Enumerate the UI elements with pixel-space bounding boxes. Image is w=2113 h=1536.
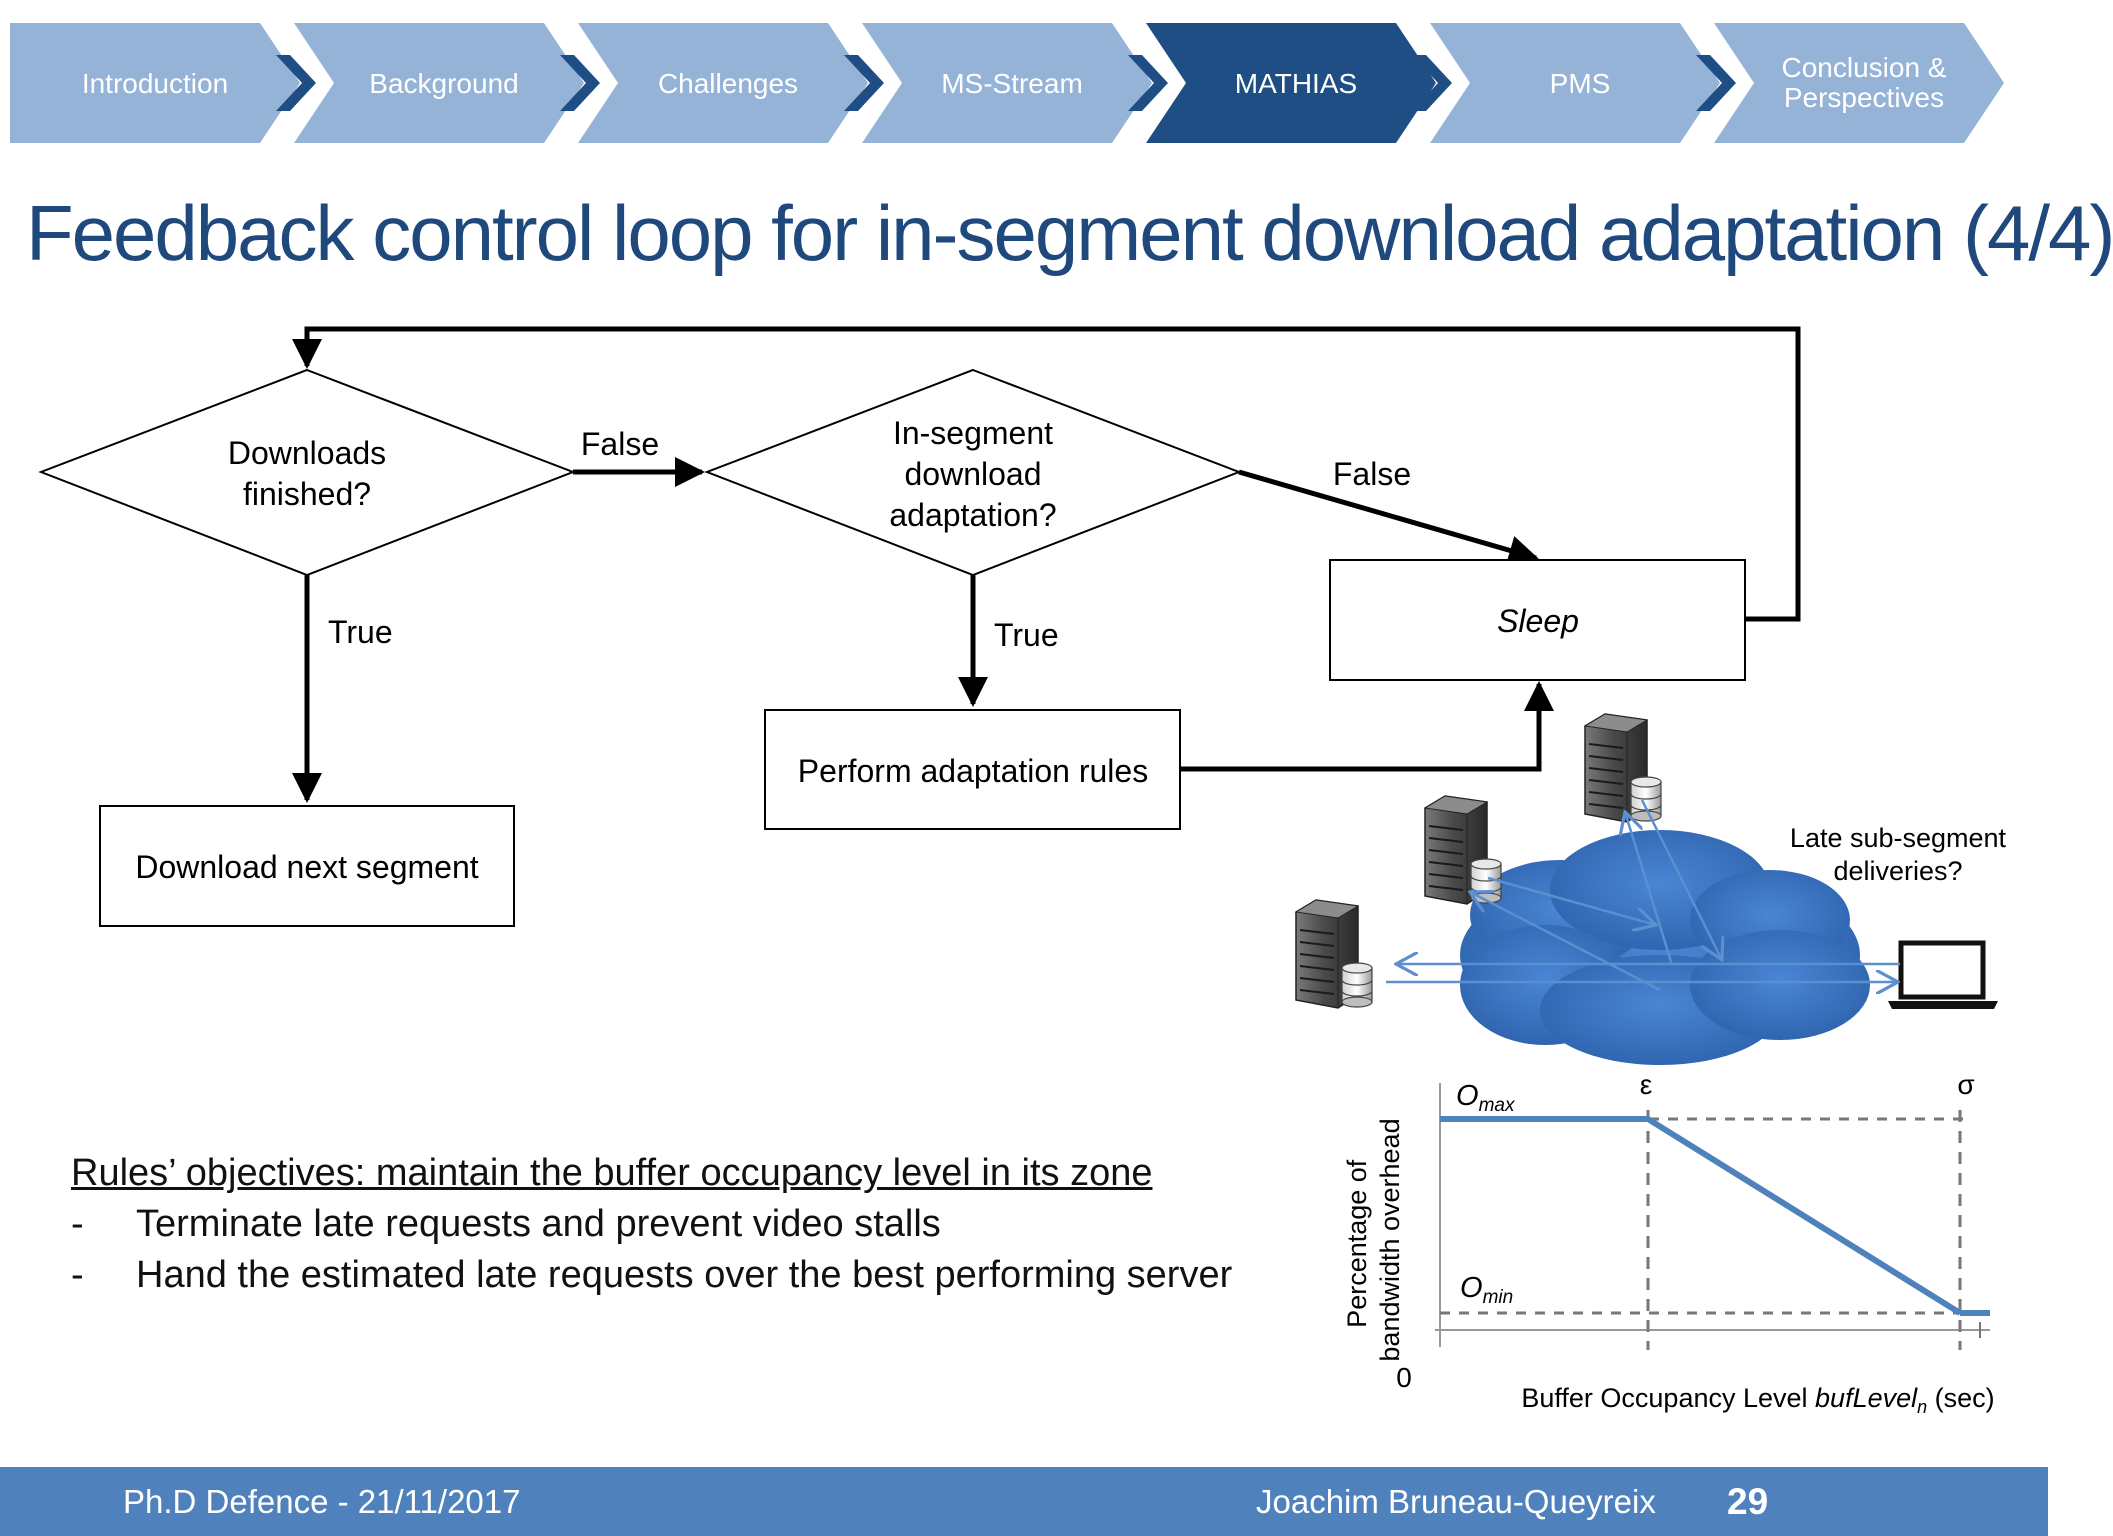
chevron-right-icon (276, 55, 316, 111)
rules-item: - Hand the estimated late requests over … (71, 1254, 1233, 1296)
chevron-right-icon (1412, 55, 1452, 111)
nav-tab-label: Challenges (658, 68, 798, 99)
chevron-right-icon (844, 55, 884, 111)
nav-tab-5[interactable] (1146, 23, 1436, 143)
nav-tab-label: Introduction (82, 68, 228, 99)
cloud-icon (1460, 830, 1870, 1065)
diagram: Downloads finished? False In-segment dow… (38, 326, 2007, 1417)
chevron-right-icon (1128, 55, 1168, 111)
decision2-line2: download (905, 456, 1042, 492)
true1-label: True (328, 614, 393, 650)
footer-event: Ph.D Defence - 21/11/2017 (123, 1483, 521, 1520)
decision2-line3: adaptation? (889, 497, 1056, 533)
decision1-line1: Downloads (228, 435, 386, 471)
footer-bar: Ph.D Defence - 21/11/2017 Joachim Brunea… (0, 1467, 2048, 1536)
perform-adaptation-box (764, 709, 1181, 830)
download-next-label: Download next segment (135, 849, 478, 885)
nav-tab-6[interactable] (1430, 23, 1720, 143)
decision2-line1: In-segment (893, 415, 1053, 451)
omin-label: Omin (1460, 1272, 1513, 1308)
rules-objectives: Rules’ objectives: maintain the buffer o… (71, 1152, 1311, 1305)
nav-tab-label: MS-Stream (941, 68, 1083, 99)
false2-label: False (1333, 456, 1411, 492)
origin-label: 0 (1396, 1362, 1412, 1393)
overhead-series-line (1440, 1116, 1962, 1316)
laptop-icon (1888, 940, 1998, 1009)
epsilon-label: ε (1640, 1069, 1652, 1100)
chevron-right-icon (560, 55, 600, 111)
decision-downloads-finished (38, 368, 576, 577)
section-nav: Introduction Background Challenges MS-Strea… (10, 23, 2004, 143)
server-icon-top (1584, 713, 1662, 823)
server-icon-middle (1424, 795, 1502, 905)
nav-tab-label: Conclusion &Perspectives (1782, 52, 1947, 113)
nav-tab-2[interactable] (294, 23, 584, 143)
loop-back-line (292, 326, 1801, 622)
chart-xlabel: Buffer Occupancy Level bufLeveln (sec) (1521, 1383, 1994, 1417)
network-illustration: Late sub-segment deliveries? (1295, 713, 2007, 1065)
sigma-label: σ (1957, 1069, 1974, 1100)
perform-to-sleep-arrow (1180, 681, 1554, 772)
omax-label: Omax (1456, 1080, 1516, 1116)
omax-subscript: max (1479, 1095, 1516, 1116)
chevron-right-icon (1696, 55, 1736, 111)
slide-title: Feedback control loop for in-segment dow… (26, 189, 2113, 277)
rules-item: - Terminate late requests and prevent vi… (71, 1203, 941, 1245)
false1-label: False (581, 426, 659, 462)
nav-tab-1[interactable] (10, 23, 300, 143)
nav-tab-4[interactable] (862, 23, 1152, 143)
download-next-segment-box (99, 805, 515, 927)
nav-tab-label: Background (369, 68, 518, 99)
false2-arrow (1238, 469, 1539, 565)
late-deliveries-line1: Late sub-segment (1790, 823, 2007, 853)
page-number: 29 (1727, 1481, 1769, 1522)
overhead-chart: Omax Omin ε σ 0 Percentage of bandwidth … (1342, 1069, 1995, 1417)
server-icon-left (1295, 899, 1373, 1009)
chart-ylabel: Percentage of bandwidth overhead (1342, 1118, 1405, 1361)
sleep-box (1329, 559, 1746, 681)
decision1-line2: finished? (243, 476, 371, 512)
nav-tab-label: MATHIAS (1235, 68, 1357, 99)
nav-tab-label: PMS (1550, 68, 1611, 99)
rules-item-text: Terminate late requests and prevent vide… (136, 1203, 941, 1245)
nav-tab-3[interactable] (578, 23, 868, 143)
rules-heading: Rules’ objectives: maintain the buffer o… (71, 1152, 1153, 1194)
sleep-label: Sleep (1497, 603, 1579, 639)
true2-label: True (994, 617, 1059, 653)
late-deliveries-line2: deliveries? (1833, 856, 1962, 886)
rules-item-text: Hand the estimated late requests over th… (136, 1254, 1233, 1296)
perform-label: Perform adaptation rules (798, 753, 1148, 789)
footer-author: Joachim Bruneau-Queyreix (1256, 1483, 1656, 1520)
omin-subscript: min (1483, 1287, 1514, 1308)
slide: Introduction Background Challenges MS-Strea… (0, 23, 2113, 1536)
nav-tab-7[interactable] (1714, 23, 2004, 143)
